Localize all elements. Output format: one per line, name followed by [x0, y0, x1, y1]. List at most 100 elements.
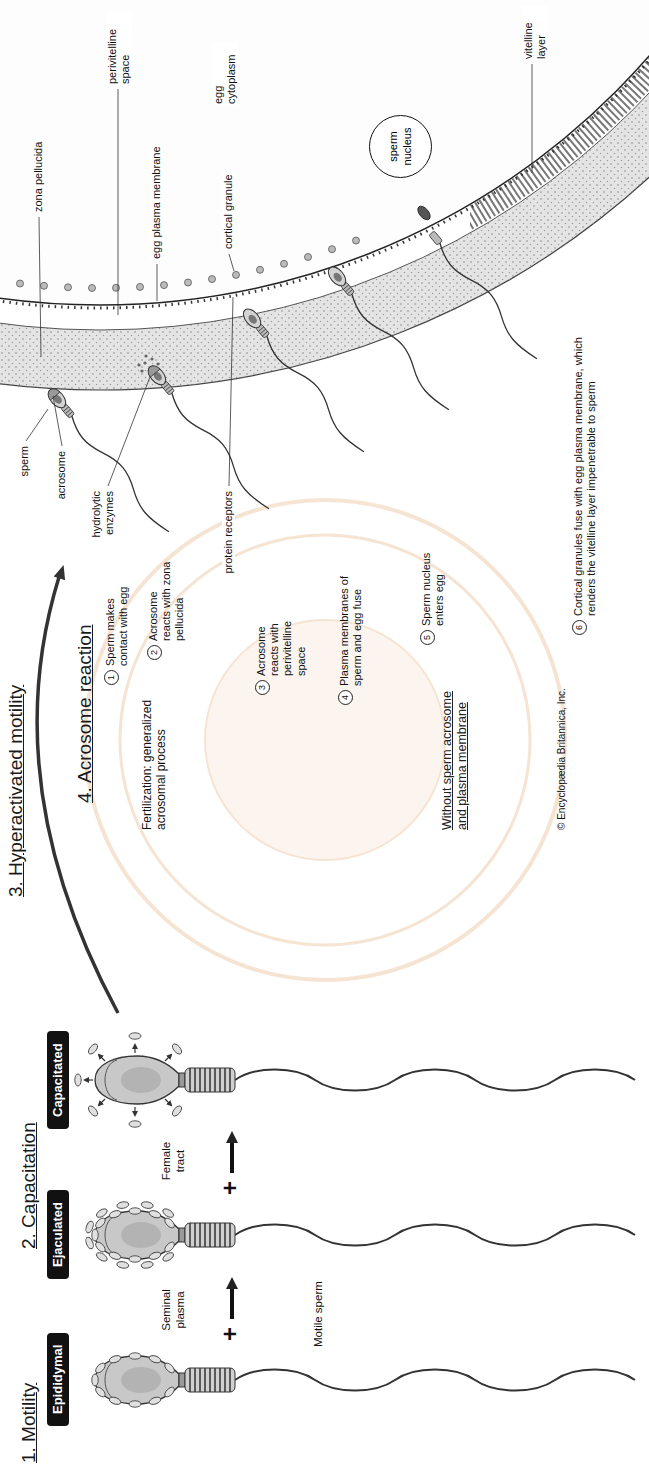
watermark: [85, 500, 565, 980]
part-label: perivitelline space: [106, 13, 132, 85]
particle: [171, 1042, 184, 1055]
capacitated-sperm: [95, 1056, 635, 1104]
enzyme-dot: [156, 362, 159, 365]
watermark-ring: [85, 500, 565, 980]
epididymal-coat: [92, 1353, 176, 1407]
part-label: egg plasma membrane: [150, 145, 163, 260]
additive-label: Female tract: [160, 1133, 188, 1189]
callout-number: 1: [104, 670, 119, 685]
step-callout: 2 Acrosome reacts with zona pellucida: [147, 559, 187, 660]
part-label: vitelline layer: [522, 6, 548, 60]
released-particles: [75, 1033, 184, 1127]
step-callout: 4Plasma membranes of sperm and egg fuse: [338, 564, 364, 705]
step-arrow: [230, 1135, 234, 1173]
step-arrow: [230, 1281, 234, 1319]
release-arrow: [134, 1045, 135, 1053]
callout-number: 5: [420, 630, 435, 645]
part-label: hydrolytic enzymes: [90, 490, 116, 554]
release-arrow: [165, 1055, 171, 1061]
release-arrow: [99, 1055, 105, 1061]
callout-number: 2: [147, 645, 162, 660]
sperm-1-acrosome: [45, 386, 60, 400]
stage-name: Ejaculated: [50, 1202, 65, 1267]
protein-receptors: [0, 0, 649, 308]
release-arrow: [99, 1099, 105, 1105]
callout-number: 6: [572, 620, 587, 635]
part-label: zona pellucida: [32, 141, 45, 213]
sperm-2: [145, 363, 274, 513]
step-description: Acrosome reacts with zona pellucida: [147, 559, 187, 641]
section-title: 1. Motility: [18, 1383, 41, 1463]
figure-title: Fertilization: generalized acrosomal pro…: [140, 670, 169, 830]
egg-plasma-membrane: [0, 0, 649, 305]
cortical-granules: [17, 237, 360, 292]
sperm-nucleus-in-egg: [415, 204, 432, 222]
particle: [87, 1042, 100, 1055]
enzyme-dot: [143, 361, 146, 364]
zona-texture: [0, 0, 649, 390]
annotation: Without sperm acrosome and plasma membra…: [440, 680, 470, 830]
sperm-5-tail: [427, 229, 542, 362]
leader-line: [229, 254, 234, 271]
plus-sign: +: [218, 1327, 242, 1341]
cortical-granule: [305, 254, 312, 261]
sperm-caption: Motile sperm: [312, 1281, 326, 1347]
enzyme-dot: [144, 354, 147, 357]
ejaculated-coat: [92, 1208, 176, 1262]
part-label: sperm nucleus: [387, 123, 413, 171]
perivitelline-space: [0, 0, 649, 330]
stage-name: Epididymal: [50, 1345, 65, 1414]
stage-box: Ejaculated: [47, 1190, 69, 1279]
cortical-granule: [137, 283, 144, 290]
sperm-2-acrosome: [145, 363, 160, 377]
part-label: sperm: [18, 445, 31, 478]
cortical-granule: [17, 280, 24, 287]
section-title: 2. Capacitation: [18, 1122, 41, 1249]
leader-line: [53, 396, 62, 446]
circled-label: sperm nucleus: [369, 115, 432, 178]
step-callout: 3 Acrosome reacts with perivitelline spac…: [255, 594, 308, 695]
cortical-granule: [257, 266, 264, 273]
leader-line: [532, 64, 533, 173]
particle: [75, 1074, 81, 1086]
part-label: cortical granule: [222, 173, 235, 250]
sperm-4: [325, 264, 454, 414]
step-callout: 5 Sperm nucleus enters egg: [420, 542, 446, 645]
cortical-granule: [89, 285, 96, 292]
enzyme-dot: [137, 363, 140, 366]
zona-pellucida: [0, 0, 649, 390]
copyright-note: © Encyclopædia Britannica, Inc.: [556, 688, 568, 830]
particle: [129, 1033, 141, 1039]
part-label: egg cytoplasm: [212, 43, 238, 105]
cortical-granule: [161, 282, 168, 289]
leader-line: [39, 217, 41, 357]
watermark-emblem: [205, 620, 445, 860]
release-arrows: [85, 1045, 171, 1115]
stage-name: Capacitated: [50, 1043, 65, 1117]
hydrolytic-enzymes: [137, 354, 159, 372]
curved-arrowhead: [54, 565, 65, 580]
additive-label: Seminal plasma: [160, 1286, 188, 1334]
stage-box: Capacitated: [47, 1031, 69, 1129]
step-description: Sperm nucleus enters egg: [420, 542, 446, 626]
cortical-granule: [185, 279, 192, 286]
sperm-3: [240, 306, 369, 456]
particle: [87, 1104, 100, 1117]
callout-number: 3: [255, 680, 270, 695]
leader-line: [26, 409, 48, 441]
ejaculated-coat-outer: [84, 1201, 175, 1269]
section-title: 3. Hyperactivated motility: [5, 685, 28, 897]
cortical-granule: [209, 276, 216, 283]
watermark-ring: [120, 535, 530, 945]
release-arrow: [165, 1099, 171, 1105]
cortical-granule: [41, 282, 48, 289]
leader-line: [118, 89, 119, 315]
part-label: protein receptors: [222, 490, 235, 575]
release-arrow: [85, 1079, 93, 1080]
step-callout: 1Sperm makes contact with egg: [104, 574, 130, 685]
enzyme-dot: [140, 369, 143, 372]
callout-number: 4: [338, 690, 353, 705]
step-description: Acrosome reacts with perivitelline space: [255, 594, 308, 676]
